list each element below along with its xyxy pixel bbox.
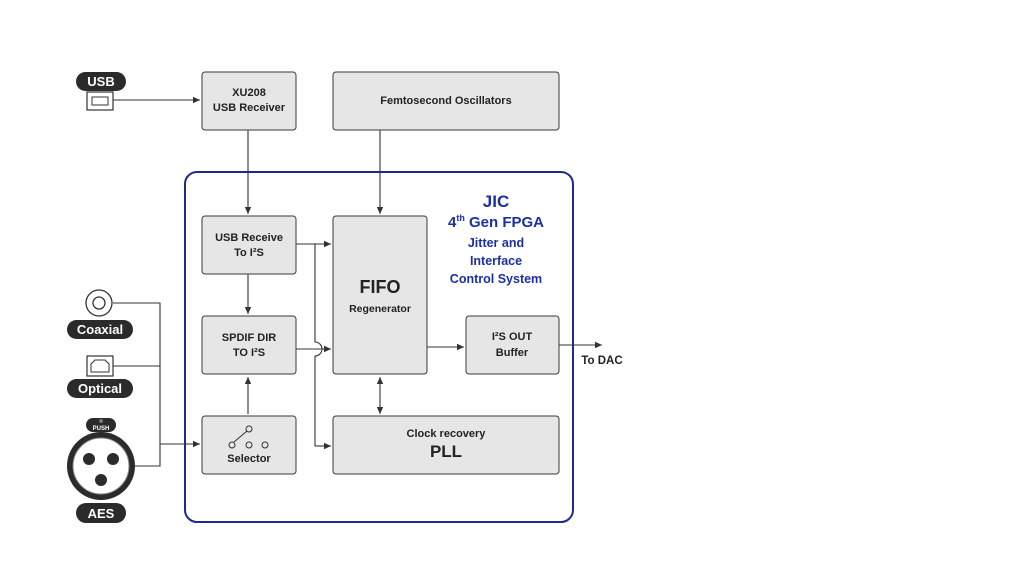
jic-description: JIC 4th Gen FPGA Jitter and Interface Co… [448, 192, 544, 286]
jic-line3: Jitter and [468, 236, 524, 250]
usb-receive-line2: To I²S [234, 247, 264, 259]
coaxial-label: Coaxial [77, 322, 123, 337]
usb-input: USB [76, 72, 126, 111]
pll-line1: Clock recovery [407, 428, 487, 440]
coaxial-input: Coaxial [67, 289, 133, 339]
i2s-out-block: I²S OUT Buffer [465, 315, 560, 375]
xlr-connector-icon [67, 432, 135, 500]
usb-receive-block: USB Receive To I²S [201, 215, 297, 275]
fpga-frame [184, 171, 574, 523]
pll-line2: PLL [430, 442, 462, 461]
fifo-title: FIFO [360, 277, 401, 297]
i2s-line1: I²S OUT [492, 331, 533, 343]
to-dac-label: To DAC [581, 355, 622, 367]
xu208-line2: USB Receiver [213, 102, 286, 114]
aes-label: AES [88, 506, 115, 521]
optical-input: Optical [67, 355, 133, 398]
xu208-block: XU208 USB Receiver [201, 71, 297, 131]
wires [113, 96, 602, 467]
pll-block: Clock recovery PLL [332, 415, 560, 475]
rca-jack-icon [85, 289, 113, 317]
spdif-line2: TO I²S [233, 347, 265, 359]
xu208-line1: XU208 [232, 87, 266, 99]
usb-label: USB [87, 74, 114, 89]
fifo-block: FIFO Regenerator [332, 215, 428, 375]
usb-receive-line1: USB Receive [215, 232, 283, 244]
selector-label: Selector [227, 453, 271, 465]
spdif-block: SPDIF DIR TO I²S [201, 315, 297, 375]
toslink-port-icon [86, 355, 114, 377]
jic-gen: 4th Gen FPGA [448, 213, 544, 231]
jic-line4: Interface [470, 254, 522, 268]
oscillators-label: Femtosecond Oscillators [380, 95, 511, 107]
spdif-line1: SPDIF DIR [222, 332, 276, 344]
optical-label: Optical [78, 381, 122, 396]
jic-title: JIC [483, 192, 509, 211]
aes-input: PUSH AES [67, 418, 135, 523]
i2s-line2: Buffer [496, 347, 529, 359]
push-label: PUSH [93, 426, 110, 432]
switch-icon [228, 425, 269, 449]
selector-block: Selector [201, 415, 297, 475]
oscillators-block: Femtosecond Oscillators [332, 71, 560, 131]
usb-port-icon [86, 91, 114, 111]
fifo-subtitle: Regenerator [349, 303, 411, 315]
jic-line5: Control System [450, 272, 542, 286]
